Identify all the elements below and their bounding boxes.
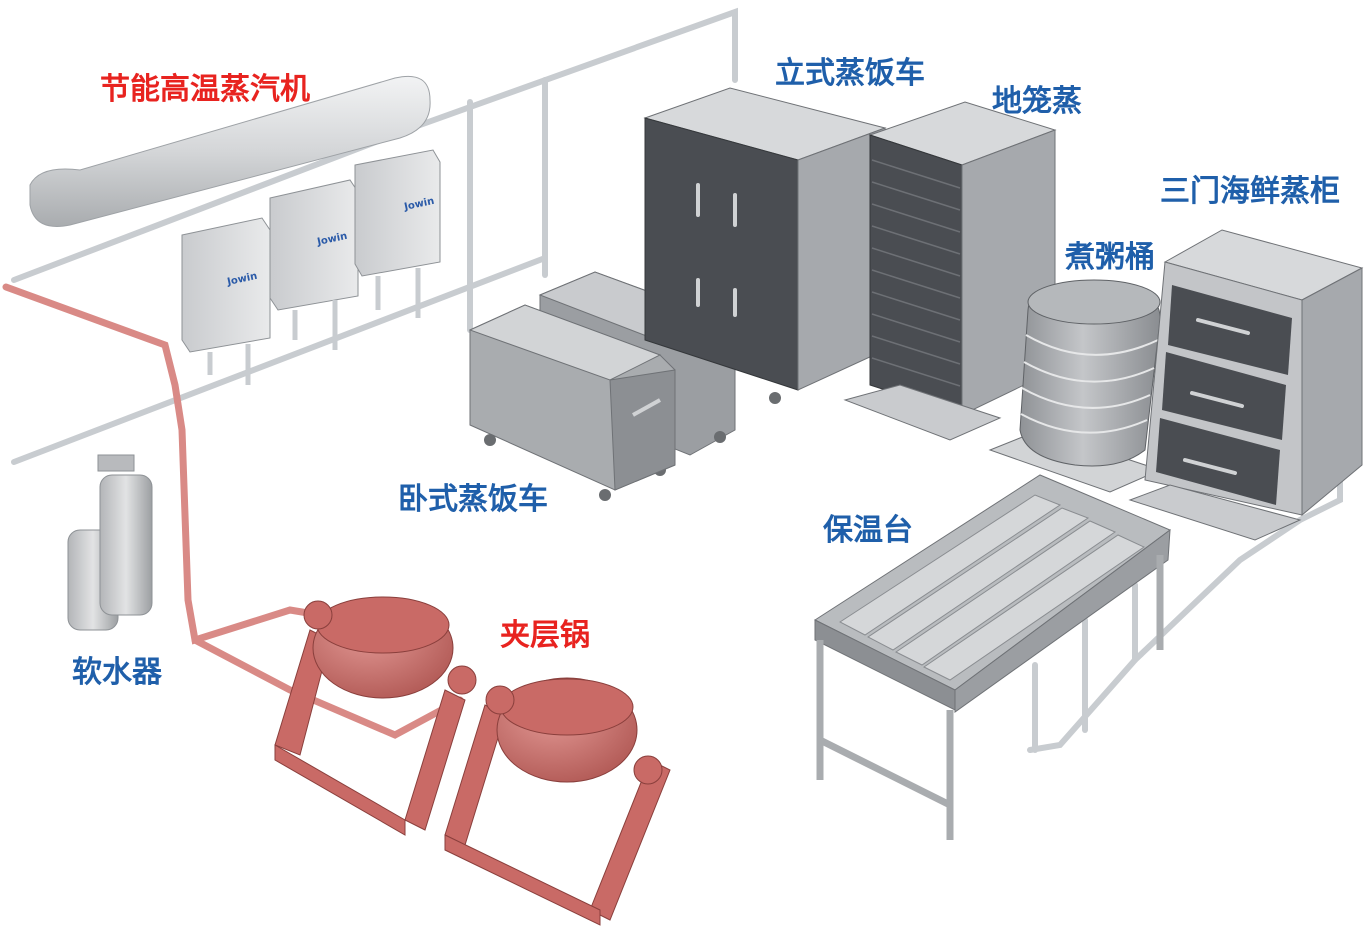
- steam-generator-unit-2: Jowin: [269, 179, 359, 350]
- label-seafood-cabinet: 三门海鲜蒸柜: [1160, 174, 1340, 209]
- label-warming-table: 保温台: [823, 513, 913, 548]
- label-jacketed-kettle: 夹层锅: [500, 618, 590, 653]
- vertical-rice-cart: [643, 87, 887, 404]
- water-pipe-network: [11, 7, 1343, 753]
- label-horizontal-rice-cart: 卧式蒸饭车: [398, 482, 548, 517]
- label-floor-steamer: 地笼蒸: [992, 84, 1082, 119]
- warming-table: [813, 474, 1171, 840]
- steam-generator-unit-3: Jowin: [354, 149, 441, 318]
- jacketed-kettle-1: [274, 596, 477, 836]
- label-vertical-rice-cart: 立式蒸饭车: [775, 56, 925, 91]
- water-softener: [67, 454, 153, 631]
- label-porridge-barrel: 煮粥桶: [1065, 240, 1155, 275]
- seafood-steam-cabinet: [1128, 229, 1364, 541]
- steam-pipe-network: [2, 283, 464, 739]
- porridge-barrel: [988, 279, 1162, 493]
- label-water-softener: 软水器: [72, 655, 162, 690]
- jacketed-kettle-2: [444, 677, 671, 926]
- steam-duct: [29, 75, 431, 227]
- horizontal-rice-cart-1: [468, 304, 676, 501]
- label-steam-generator: 节能高温蒸汽机: [100, 72, 310, 107]
- steam-generator-unit-1: Jowin: [181, 217, 271, 385]
